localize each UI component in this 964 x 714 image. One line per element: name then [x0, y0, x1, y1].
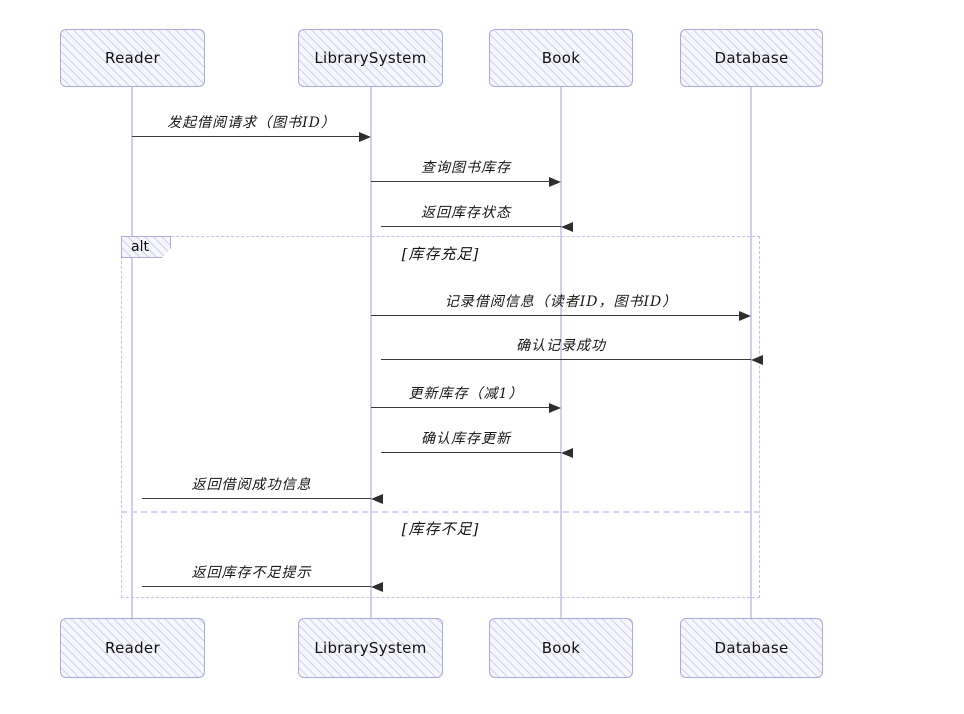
participant-label-book: Book: [541, 49, 581, 67]
participant-bottom-database: Database: [680, 618, 823, 678]
participant-bottom-book: Book: [489, 618, 633, 678]
message-line-4: [381, 359, 751, 360]
message-label-4: 确认记录成功: [516, 338, 606, 354]
message-label-1: 查询图书库存: [421, 160, 511, 176]
lifeline-database: [750, 87, 752, 618]
alt-else-divider: [121, 511, 760, 513]
message-line-6: [381, 452, 561, 453]
lifeline-reader: [131, 87, 133, 618]
message-arrowhead-1: [549, 177, 561, 187]
lifeline-book: [560, 87, 562, 618]
message-line-0: [132, 136, 361, 137]
participant-label-database: Database: [714, 49, 789, 67]
alt-frame-label: alt: [121, 236, 171, 258]
message-label-5: 更新库存（减1）: [408, 386, 524, 402]
participant-label-book: Book: [541, 639, 581, 657]
message-arrowhead-0: [359, 132, 371, 142]
participant-top-reader: Reader: [60, 29, 205, 87]
message-label-7: 返回借阅成功信息: [191, 477, 312, 493]
message-arrowhead-4: [751, 355, 763, 365]
message-label-2: 返回库存状态: [421, 205, 511, 221]
message-line-5: [371, 407, 551, 408]
message-arrowhead-5: [549, 403, 561, 413]
participant-top-book: Book: [489, 29, 633, 87]
participant-label-database: Database: [714, 639, 789, 657]
participant-top-database: Database: [680, 29, 823, 87]
participant-label-librarysystem: LibrarySystem: [314, 49, 427, 67]
message-label-0: 发起借阅请求（图书ID）: [167, 115, 336, 131]
alt-frame: [121, 236, 760, 598]
message-label-3: 记录借阅信息（读者ID，图书ID）: [444, 294, 678, 310]
message-label-6: 确认库存更新: [421, 431, 511, 447]
participant-label-reader: Reader: [105, 49, 160, 67]
message-label-8: 返回库存不足提示: [191, 565, 312, 581]
participant-bottom-reader: Reader: [60, 618, 205, 678]
message-arrowhead-3: [739, 311, 751, 321]
message-arrowhead-8: [371, 582, 383, 592]
message-arrowhead-6: [561, 448, 573, 458]
message-arrowhead-7: [371, 494, 383, 504]
participant-label-reader: Reader: [105, 639, 160, 657]
message-line-2: [381, 226, 561, 227]
message-line-3: [371, 315, 741, 316]
message-line-1: [371, 181, 551, 182]
message-line-7: [142, 498, 371, 499]
message-arrowhead-2: [561, 222, 573, 232]
participant-bottom-librarysystem: LibrarySystem: [298, 618, 443, 678]
alt-condition-1: [库存不足]: [401, 520, 480, 538]
participant-top-librarysystem: LibrarySystem: [298, 29, 443, 87]
lifeline-librarysystem: [370, 87, 372, 618]
alt-condition-0: [库存充足]: [401, 245, 480, 263]
participant-label-librarysystem: LibrarySystem: [314, 639, 427, 657]
message-line-8: [142, 586, 371, 587]
